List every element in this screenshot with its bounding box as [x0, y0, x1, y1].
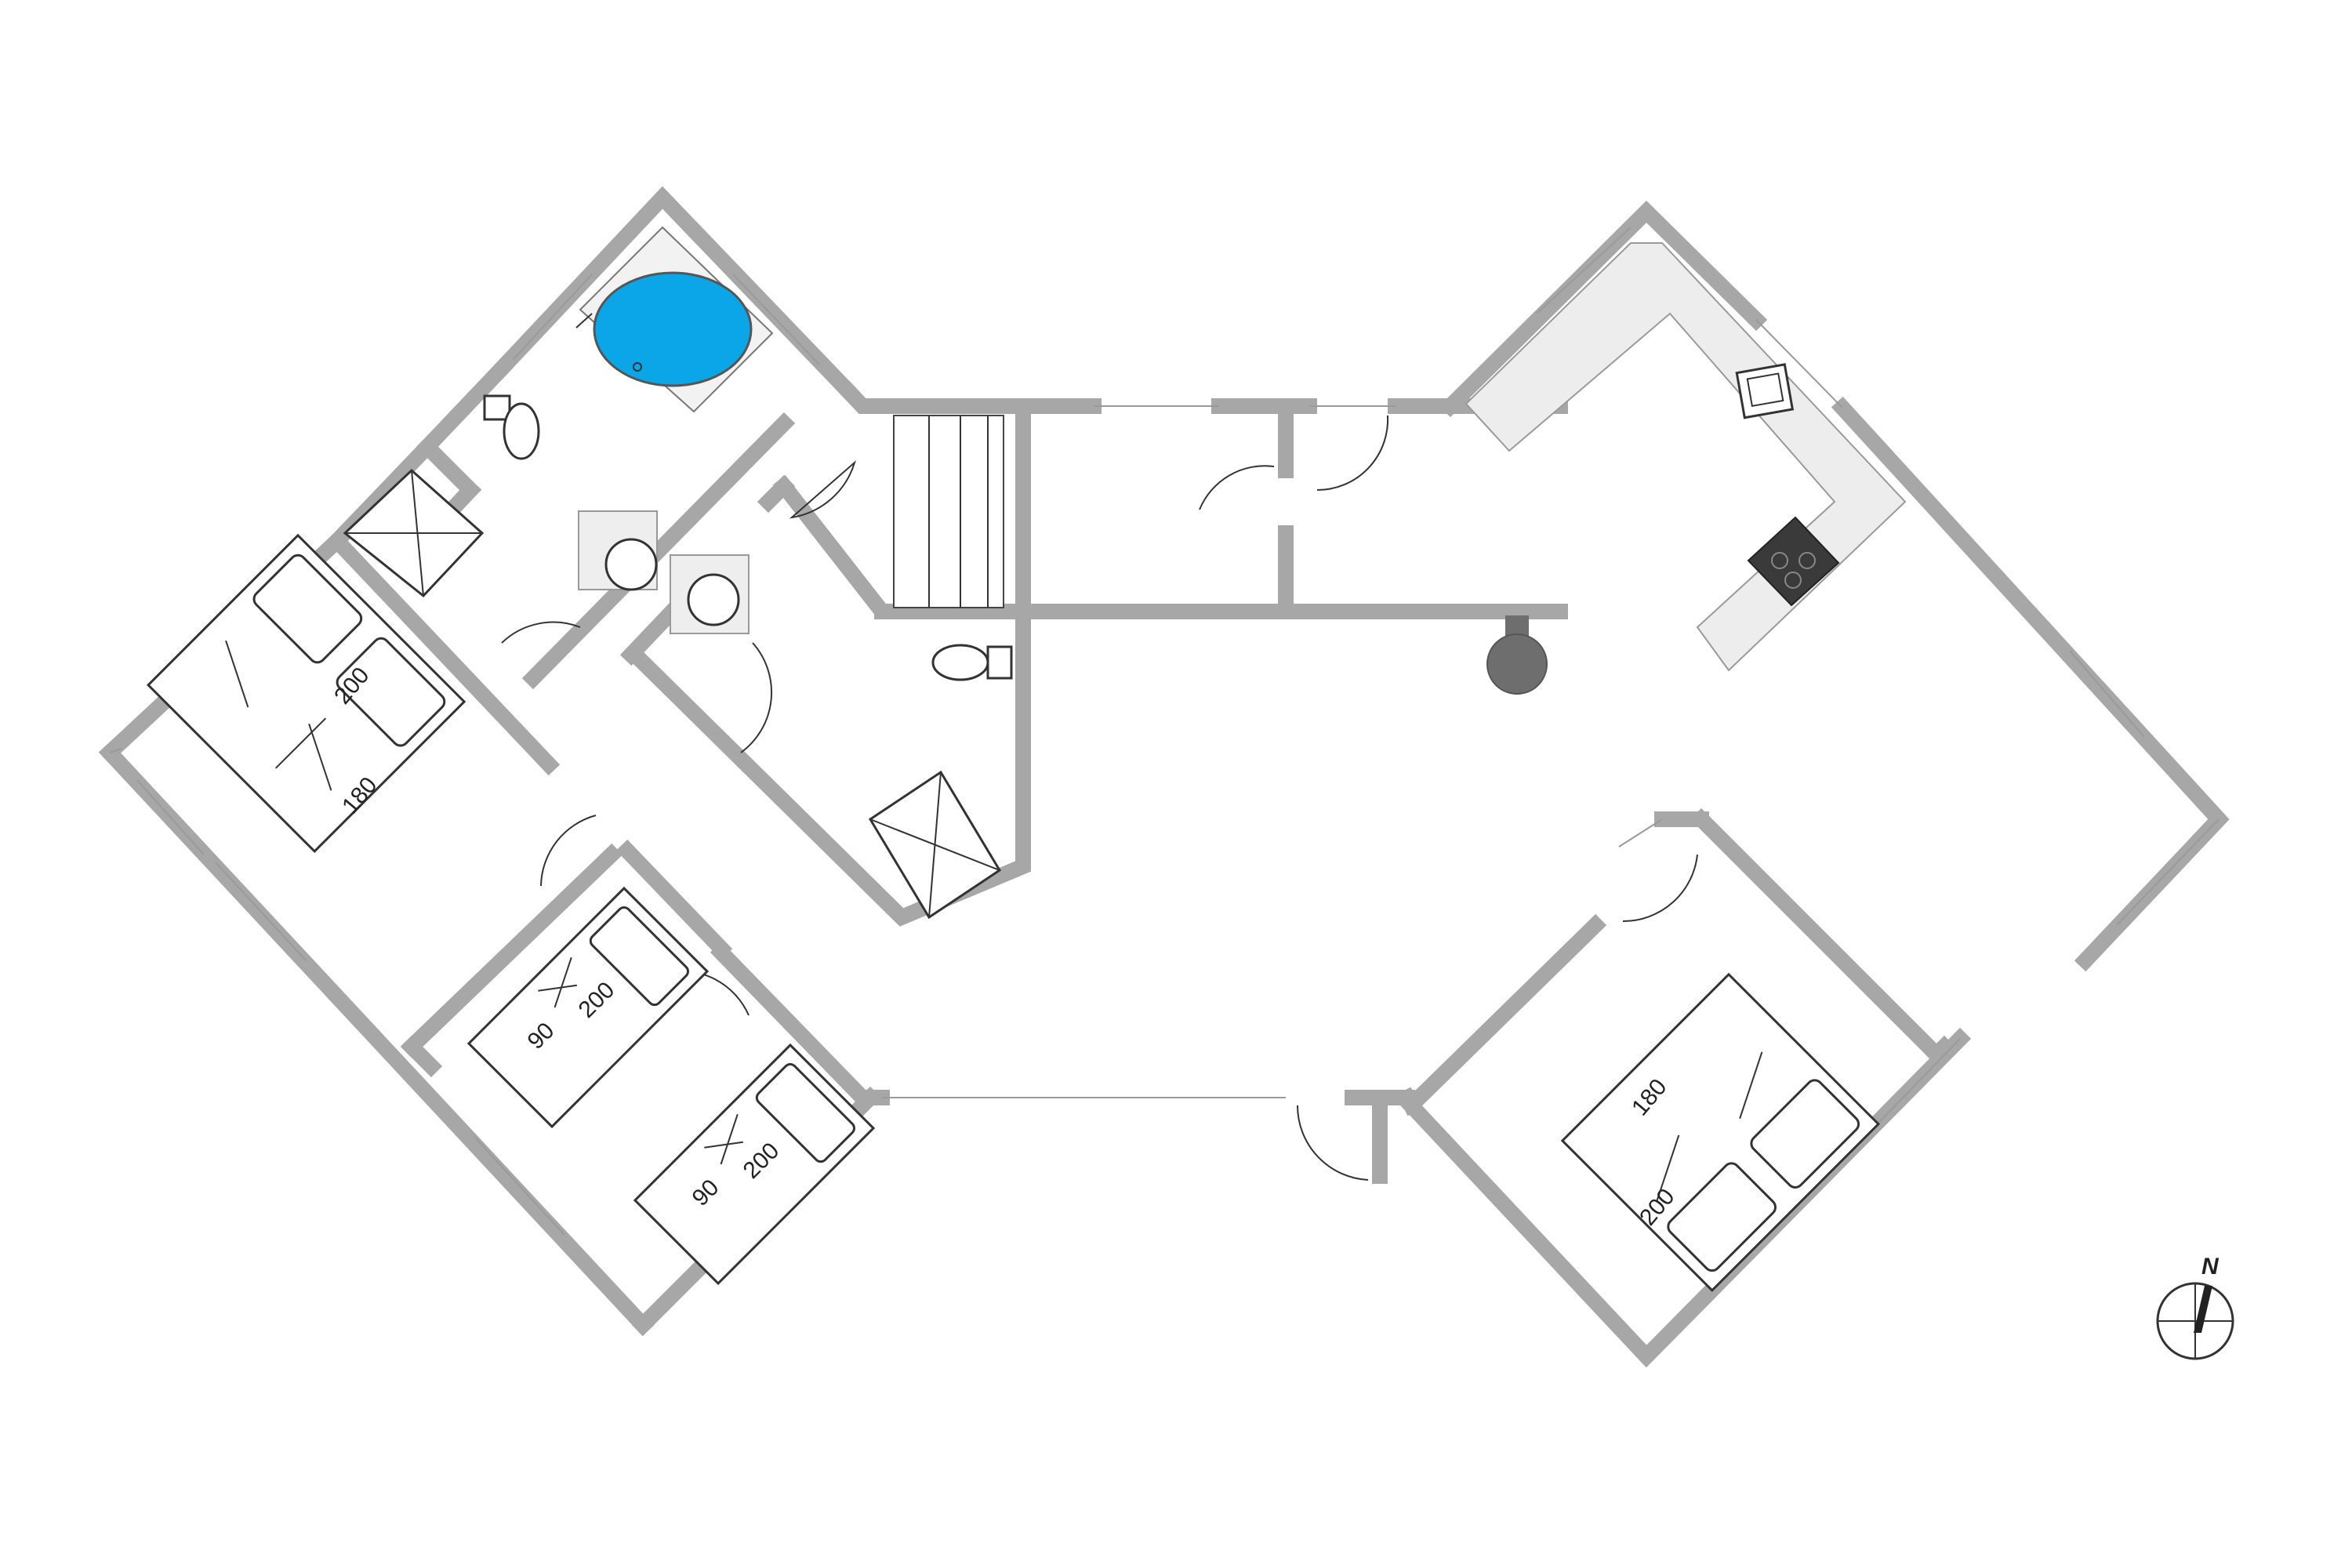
- compass-north-label: N: [2201, 1254, 2220, 1279]
- toilet-icon: [931, 644, 1013, 681]
- staircase: [893, 415, 1004, 608]
- bed-icon: [1560, 972, 1881, 1293]
- shower-icon: [868, 770, 1002, 920]
- bed-icon: [633, 1043, 876, 1286]
- compass-icon: N: [2156, 1254, 2234, 1360]
- sink-icon: [578, 510, 658, 591]
- stove-icon: [1747, 516, 1840, 607]
- toilet-icon: [483, 394, 540, 460]
- shower-icon: [343, 468, 485, 598]
- sink-icon: [670, 554, 750, 634]
- bed-icon: [466, 886, 710, 1129]
- fireplace-icon: [1486, 615, 1548, 695]
- windows: [109, 227, 2220, 1236]
- kitchen-sink-icon: [1735, 363, 1795, 419]
- bed-icon: [146, 533, 466, 854]
- hot-tub-icon: [575, 226, 774, 413]
